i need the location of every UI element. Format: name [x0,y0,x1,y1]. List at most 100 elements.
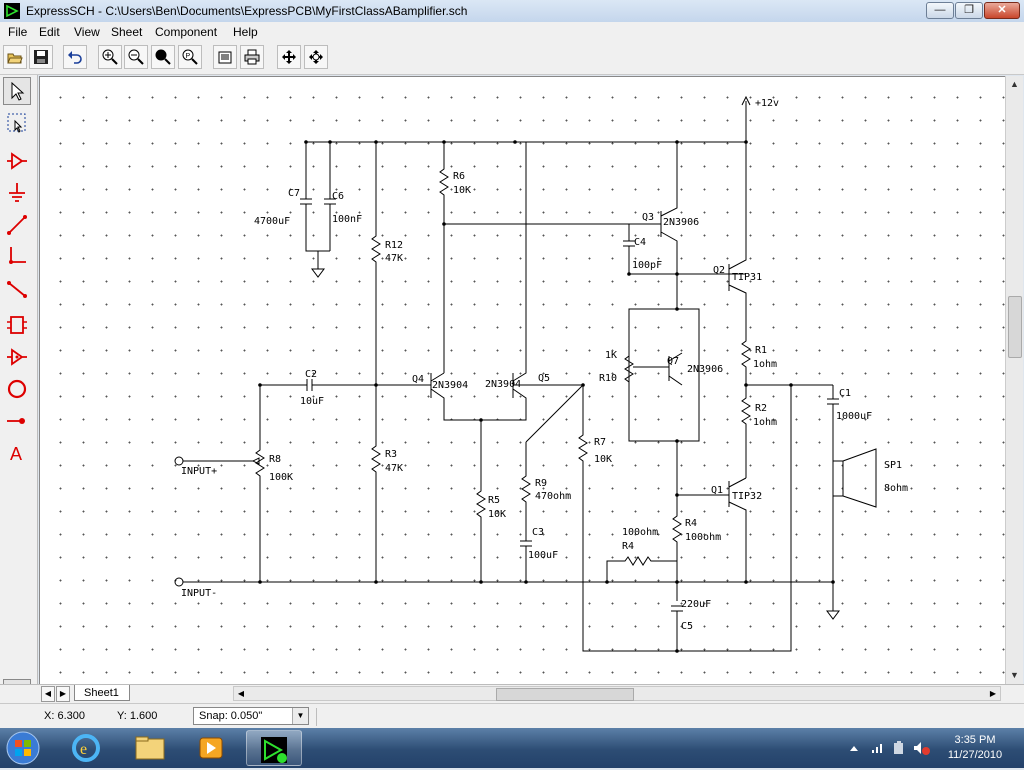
schematic-canvas[interactable]: +12v C7 4700uF C6 100nF R12 47K R6 10K Q… [39,76,1006,685]
r2-ref: R2 [755,403,767,414]
zoom-in-icon[interactable] [98,45,122,69]
c1-ref: C1 [839,388,851,399]
circle-icon[interactable] [3,375,31,403]
menu-sheet[interactable]: Sheet [111,25,143,39]
svg-text:P: P [186,53,191,60]
taskbar-media-icon[interactable] [183,730,239,766]
scroll-right-icon[interactable]: ▶ [989,689,997,698]
line-icon[interactable] [3,275,31,303]
open-icon[interactable] [3,45,27,69]
pointer-icon[interactable] [3,77,31,105]
q3-ref: Q3 [642,212,654,223]
scroll-down-icon[interactable]: ▼ [1010,670,1019,680]
opamp-icon[interactable] [3,343,31,371]
tab-sheet1[interactable]: Sheet1 [74,685,130,701]
maximize-button[interactable]: ❐ [955,2,983,19]
zoom-page-icon[interactable]: P [178,45,202,69]
r1-ref: R1 [755,345,767,356]
scroll-left-icon[interactable]: ◀ [237,689,245,698]
q2-value: TIP31 [732,272,762,283]
wire-corner-icon[interactable] [3,243,31,271]
r10-ref: R10 [599,373,617,384]
r6-ref: R6 [453,171,465,182]
r7-value: 10K [594,454,612,465]
q1-value: TIP32 [732,491,762,502]
minimize-button[interactable]: — [926,2,954,19]
wire-icon[interactable] [3,211,31,239]
supply-label: +12v [755,98,779,109]
r4b-ref: R4 [622,541,634,552]
close-button[interactable]: ✕ [984,2,1020,19]
taskbar-explorer-icon[interactable] [122,730,178,766]
system-tray-icons[interactable] [846,740,936,756]
scroll-up-icon[interactable]: ▲ [1010,79,1019,89]
vertical-scrollbar[interactable]: ▲ ▼ [1005,76,1023,684]
undo-icon[interactable] [63,45,87,69]
r5-ref: R5 [488,495,500,506]
window-title: ExpressSCH - C:\Users\Ben\Documents\Expr… [26,4,468,18]
text-icon[interactable]: A [3,439,31,467]
q5-ref: Q5 [538,373,550,384]
q1-ref: Q1 [711,485,723,496]
properties-icon[interactable] [213,45,237,69]
zoom-out-icon[interactable] [124,45,148,69]
q4-ref: Q4 [412,374,424,385]
c1-value: 1000uF [836,411,872,422]
move-icon[interactable] [277,45,301,69]
select-region-icon[interactable] [3,109,31,137]
r4-value: 100ohm [685,532,721,543]
c6-value: 100nF [332,214,362,225]
svg-text:A: A [10,444,22,464]
part-icon[interactable] [3,311,31,339]
ground-icon[interactable] [3,179,31,207]
vertical-scroll-thumb[interactable] [1008,296,1022,358]
print-icon[interactable] [240,45,264,69]
r8-value: 100K [269,472,293,483]
horizontal-scrollbar[interactable]: ◀ ▶ [233,686,1001,701]
sp1-value: 8ohm [884,483,908,494]
r2-value: 1ohm [753,417,777,428]
sheet-tab-bar: ◀ ▶ Sheet1 ◀ ▶ [0,684,1024,703]
c7-value: 4700uF [254,216,290,227]
connection-icon[interactable] [3,407,31,435]
q7-value: 2N3906 [687,364,723,375]
input-minus-label: INPUT- [181,588,217,599]
snap-select[interactable]: Snap: 0.050" ▼ [193,707,309,725]
next-sheet-button[interactable]: ▶ [56,686,70,702]
menu-file[interactable]: File [8,25,28,39]
c6-ref: C6 [332,191,344,202]
c5-value: 220uF [681,599,711,610]
r4b-value: 100ohm [622,527,658,538]
menu-component[interactable]: Component [155,25,218,39]
r6-value: 10K [453,185,471,196]
q5-value: 2N3904 [485,379,521,390]
title-bar: ExpressSCH - C:\Users\Ben\Documents\Expr… [0,0,1024,23]
save-icon[interactable] [29,45,53,69]
taskbar-expresssch-icon[interactable] [246,730,302,766]
c2-value: 10uF [300,396,324,407]
component-icon[interactable] [3,147,31,175]
cursor-y: Y: 1.600 [117,710,158,722]
taskbar-ie-icon[interactable]: e [58,730,114,766]
c5-ref: C5 [681,621,693,632]
menu-help[interactable]: Help [233,25,258,39]
chevron-down-icon[interactable]: ▼ [292,708,308,724]
snap-value: Snap: 0.050" [199,710,263,722]
rotate-icon[interactable] [304,45,328,69]
q4-value: 2N3904 [432,380,468,391]
r9-value: 470ohm [535,491,571,502]
sp1-ref: SP1 [884,460,902,471]
menu-view[interactable]: View [74,25,100,39]
q3-value: 2N3906 [663,217,699,228]
horizontal-scroll-thumb[interactable] [496,688,634,701]
r3-value: 47K [385,463,403,474]
zoom-fit-icon[interactable] [151,45,175,69]
prev-sheet-button[interactable]: ◀ [41,686,55,702]
cursor-x: X: 6.300 [44,710,85,722]
menu-edit[interactable]: Edit [39,25,60,39]
r3-ref: R3 [385,449,397,460]
taskbar-clock[interactable]: 3:35 PM 11/27/2010 [942,733,1008,763]
status-bar: X: 6.300 Y: 1.600 Snap: 0.050" ▼ [0,703,1024,729]
start-button-icon[interactable] [3,730,43,766]
c7-ref: C7 [288,188,300,199]
